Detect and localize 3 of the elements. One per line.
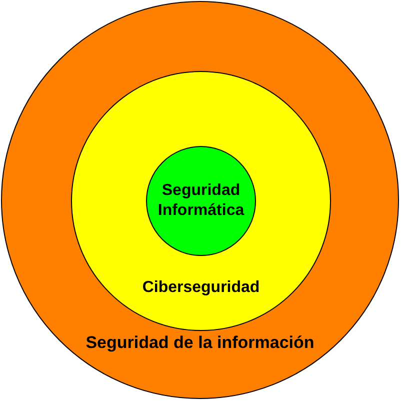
circle-label: Seguridad Informática (156, 181, 246, 221)
circle-label: Seguridad de la información (86, 333, 314, 353)
circle-label: Ciberseguridad (142, 278, 260, 298)
